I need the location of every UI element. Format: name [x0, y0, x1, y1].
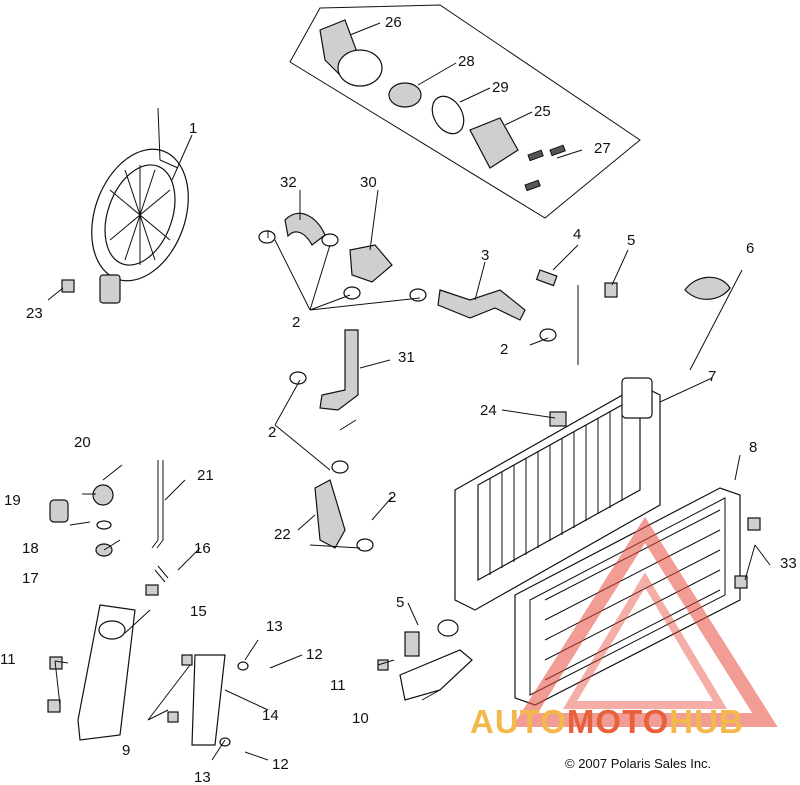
callout-20: 20	[74, 434, 91, 451]
callout-5: 5	[627, 232, 635, 249]
callout-33: 33	[780, 555, 797, 572]
callout-15: 15	[190, 603, 207, 620]
callout-32: 32	[280, 174, 297, 191]
callout-11: 11	[0, 651, 16, 668]
callout-19: 19	[4, 492, 21, 509]
watermark-auto: AUTO	[470, 703, 567, 740]
callout-26: 26	[385, 14, 402, 31]
callout-labels: 1 2 2 2 2 2 3 4 5 5 6 7 8 9 10 11 11 12 …	[0, 14, 797, 785]
callout-6: 6	[746, 240, 754, 257]
callout-13: 13	[266, 618, 283, 635]
watermark-triangle	[512, 516, 778, 727]
callout-14: 14	[262, 707, 279, 724]
callout-11: 11	[330, 677, 346, 694]
callout-25: 25	[534, 103, 551, 120]
callout-29: 29	[492, 79, 509, 96]
callout-30: 30	[360, 174, 377, 191]
callout-12: 12	[306, 646, 323, 663]
callout-18: 18	[22, 540, 39, 557]
copyright-notice: © 2007 Polaris Sales Inc.	[565, 756, 712, 771]
callout-27: 27	[594, 140, 611, 157]
callout-4: 4	[573, 226, 581, 243]
callout-12: 12	[272, 756, 289, 773]
callout-2: 2	[268, 424, 276, 441]
fan-assembly	[91, 107, 189, 304]
callout-1: 1	[189, 120, 197, 137]
callout-23: 23	[26, 305, 43, 322]
callout-8: 8	[749, 439, 757, 456]
callout-10: 10	[352, 710, 369, 727]
watermark-hub: HUB	[669, 703, 744, 740]
callout-17: 17	[22, 570, 39, 587]
callout-5: 5	[396, 594, 404, 611]
callout-2: 2	[388, 489, 396, 506]
callout-16: 16	[194, 540, 211, 557]
thermostat-group-outline	[289, 4, 641, 219]
callout-21: 21	[197, 467, 214, 484]
callout-2: 2	[500, 341, 508, 358]
callout-3: 3	[481, 247, 489, 264]
callout-22: 22	[274, 526, 291, 543]
radiator	[454, 377, 661, 611]
watermark-logo: AUTOMOTOHUB	[470, 703, 744, 741]
watermark-moto: MOTO	[566, 703, 670, 740]
callout-9: 9	[122, 742, 130, 759]
callout-13: 13	[194, 769, 211, 785]
overflow-bottle	[47, 269, 761, 747]
callout-7: 7	[708, 368, 716, 385]
leader-lines	[47, 22, 771, 761]
callout-31: 31	[398, 349, 415, 366]
callout-28: 28	[458, 53, 475, 70]
callout-2: 2	[292, 314, 300, 331]
callout-24: 24	[480, 402, 497, 419]
thermostat-parts	[319, 19, 566, 192]
